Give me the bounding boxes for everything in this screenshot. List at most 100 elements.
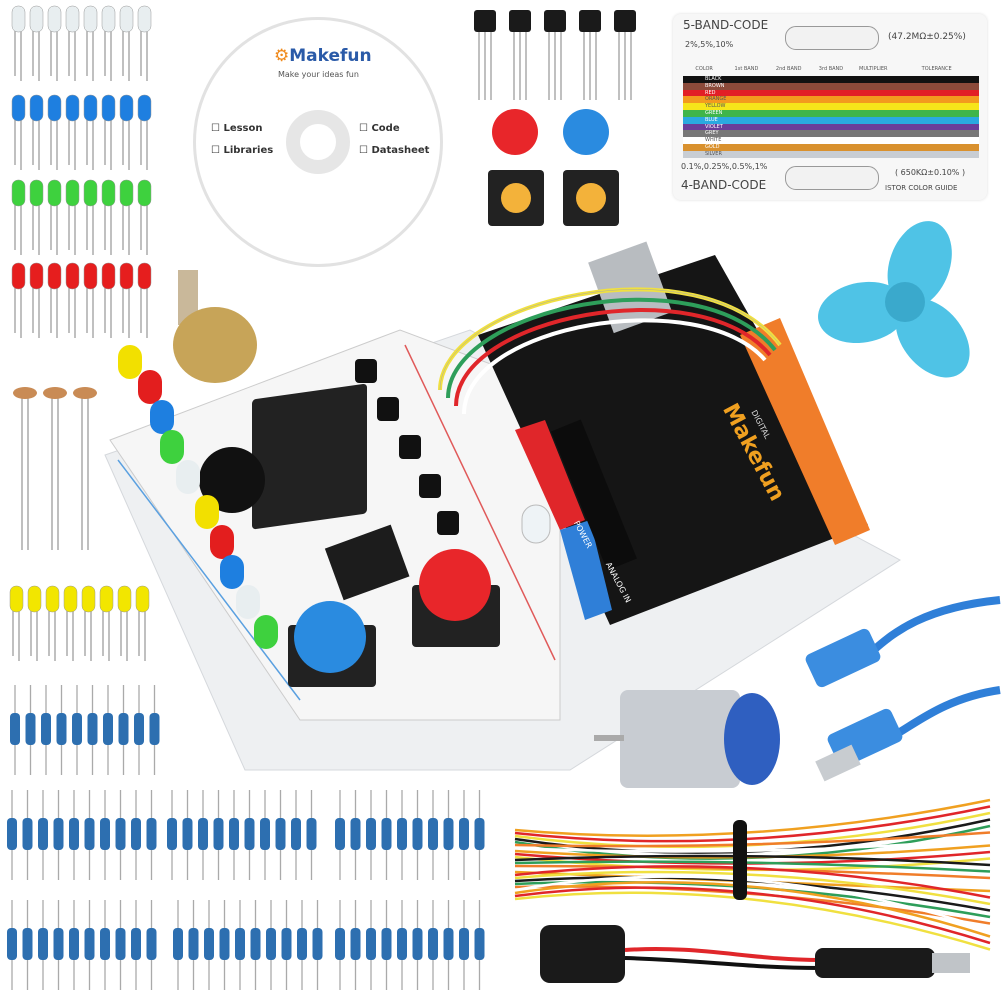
led-blue: [47, 94, 62, 122]
resistor: [53, 928, 64, 960]
photoresistor: [13, 387, 37, 399]
resistor: [250, 928, 261, 960]
dc-jack-tip: [932, 953, 970, 973]
jumper-wire: [514, 865, 991, 899]
dc-motor: [620, 690, 740, 788]
resistor: [474, 928, 485, 960]
resistor: [381, 928, 392, 960]
led-blue: [29, 94, 44, 122]
transistor: [474, 10, 496, 32]
resistor: [229, 818, 239, 850]
photoresistor: [73, 387, 97, 399]
resistor: [188, 928, 199, 960]
jumper-wire: [514, 891, 991, 951]
cd-item-datasheet: ☐ Datasheet: [359, 145, 430, 156]
resistor: [100, 928, 110, 960]
resistor: [312, 928, 323, 960]
card-color-row: BROWN: [683, 82, 979, 90]
battery-wire-black: [624, 956, 821, 970]
card-color-row: GOLD: [683, 143, 979, 151]
five-band-example: (47.2MΩ±0.25%): [888, 32, 966, 42]
led-blue: [65, 94, 80, 122]
resistor: [38, 818, 48, 850]
resistor: [115, 928, 126, 960]
led-yellow: [9, 585, 24, 613]
resistor: [381, 818, 392, 850]
big-button-red: [419, 549, 491, 621]
breadboard-led: [118, 345, 142, 379]
led-clear: [11, 5, 26, 33]
led-clear: [47, 5, 62, 33]
resistor: [459, 928, 469, 960]
fan-blade: [818, 281, 908, 344]
jumper-wire: [514, 854, 991, 867]
transistor: [544, 10, 566, 32]
led-clear: [137, 5, 152, 33]
jumper-wire: [514, 886, 991, 945]
resistor: [213, 818, 224, 850]
led-red: [65, 262, 80, 290]
resistor: [146, 928, 157, 960]
card-header: MULTIPLIER: [859, 66, 888, 72]
resistor: [131, 928, 141, 960]
resistor: [350, 928, 361, 960]
resistor: [366, 818, 376, 850]
resistor: [266, 928, 276, 960]
resistor: [459, 818, 469, 850]
digital-header: [740, 318, 870, 545]
breadboard-led: [138, 370, 162, 404]
resistor: [297, 928, 307, 960]
resistor: [25, 713, 36, 745]
resistor: [22, 928, 33, 960]
resistor: [244, 818, 255, 850]
led-blue: [119, 94, 134, 122]
rgb-led: [521, 504, 551, 544]
resistor: [428, 818, 438, 850]
resistor: [69, 818, 79, 850]
resistor: [167, 818, 177, 850]
led-red: [101, 262, 116, 290]
led-green: [47, 179, 62, 207]
card-color-row: SILVER: [683, 150, 979, 158]
potentiometer-shaft: [178, 270, 198, 325]
analog-header: [560, 520, 612, 620]
led-yellow: [135, 585, 150, 613]
big-button-blue: [294, 601, 366, 673]
transistor: [509, 10, 531, 32]
breadboard-led: [160, 430, 184, 464]
resistor: [443, 928, 454, 960]
seven-segment-display: [252, 383, 367, 530]
battery-clip: [540, 925, 625, 983]
jumper-wire: [514, 831, 991, 848]
led-green: [29, 179, 44, 207]
cd-item-code: ☐ Code: [359, 123, 400, 134]
usb-a-connector: [815, 744, 861, 782]
resistor: [7, 928, 17, 960]
resistor: [173, 928, 183, 960]
breadboard-led: [195, 495, 219, 529]
led-green: [101, 179, 116, 207]
gear-icon: ⚙: [274, 46, 290, 66]
card-color-row: BLACK: [683, 76, 979, 83]
led-blue: [101, 94, 116, 122]
resistor: [22, 818, 33, 850]
breadboard-transistor: [437, 511, 459, 535]
transistor: [614, 10, 636, 32]
led-yellow: [63, 585, 78, 613]
led-clear: [101, 5, 116, 33]
jumper-wire: [514, 875, 991, 932]
cd-brand: Makefun: [289, 46, 372, 66]
led-clear: [83, 5, 98, 33]
card-color-row: ORANGE: [683, 96, 979, 104]
cd-item-lesson: ☐ Lesson: [211, 123, 263, 134]
five-band-tolerance: 2%,5%,10%: [685, 40, 734, 49]
jumper-wire: [514, 870, 991, 906]
led-blue: [137, 94, 152, 122]
resistor: [69, 928, 79, 960]
card-color-row: RED: [683, 89, 979, 97]
card-color-row: GREY: [683, 130, 979, 138]
resistor: [100, 818, 110, 850]
